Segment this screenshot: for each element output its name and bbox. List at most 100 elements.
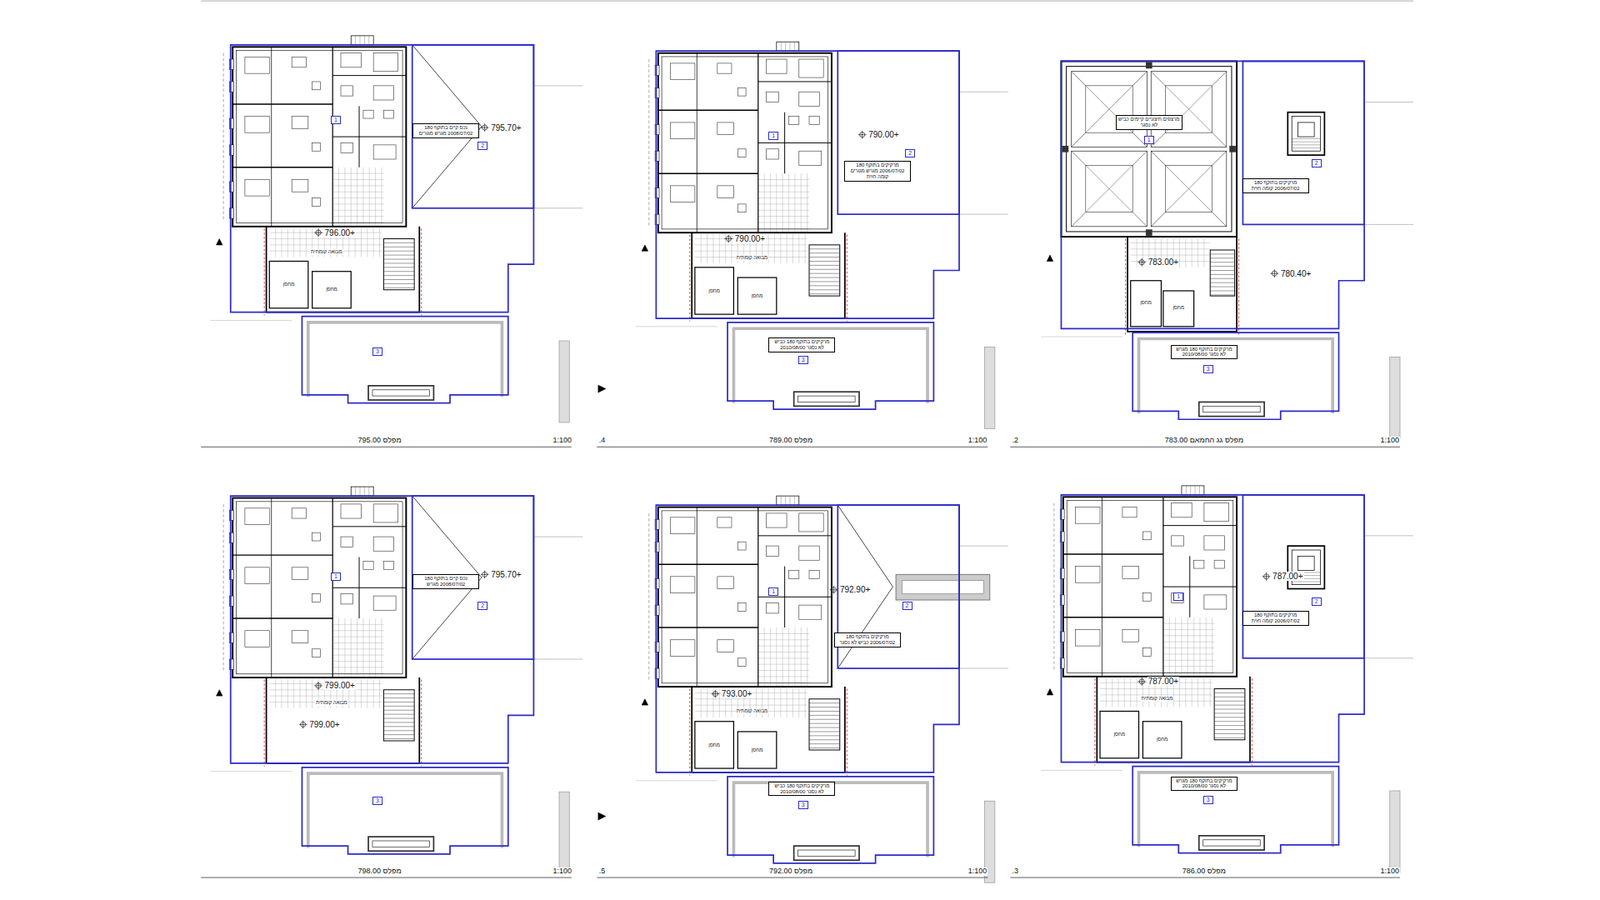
elevation-mark: 787.00+	[1271, 571, 1304, 581]
node-text: 1	[332, 573, 340, 580]
wall-line	[1163, 586, 1237, 588]
roof-ridge	[1165, 165, 1212, 212]
area-number: 2	[902, 601, 913, 610]
sheet-title: מפלס 786.00	[1181, 867, 1227, 876]
node-text: 3	[800, 356, 807, 364]
furniture	[1214, 560, 1225, 569]
roof-dome	[1085, 165, 1133, 212]
existing-structure	[1203, 405, 1261, 412]
floor-tile	[706, 232, 708, 264]
floor-tile	[379, 677, 380, 709]
elevation-mark: 795.70+	[490, 123, 522, 133]
wall-line	[696, 564, 698, 628]
plot-boundary	[1132, 332, 1339, 420]
wall-line	[696, 627, 698, 687]
stair-tread	[383, 710, 415, 711]
floor-tile	[712, 232, 714, 264]
roof-hip	[837, 586, 893, 669]
existing-structure	[368, 836, 434, 851]
furniture	[291, 116, 309, 130]
storage-room	[1142, 721, 1182, 759]
floor-tile	[1200, 617, 1201, 677]
stair-tread	[383, 734, 415, 735]
area-number: 1	[768, 131, 779, 140]
furniture	[312, 198, 321, 207]
roof-ridge	[1212, 132, 1227, 147]
elevation-mark: 790.00+	[867, 130, 900, 140]
stair-tread	[1214, 729, 1245, 730]
floor-tile	[774, 686, 775, 718]
furniture	[670, 517, 695, 535]
roof-ridge	[1132, 212, 1147, 227]
sheet-title: 1:100	[551, 867, 573, 876]
elevation-crosshair	[715, 690, 716, 699]
context-line	[210, 770, 292, 772]
stair-tread	[809, 260, 840, 262]
floor-tile	[758, 633, 810, 635]
floor-tile	[1100, 688, 1213, 690]
floor-tile	[700, 686, 702, 718]
stair-tread	[383, 725, 415, 727]
floor-tile	[287, 226, 289, 258]
floor-tile	[356, 167, 358, 227]
wall-line	[232, 617, 333, 619]
wall-line	[332, 136, 406, 138]
storage-room	[695, 267, 735, 315]
column	[1230, 145, 1236, 152]
stair	[1214, 689, 1245, 740]
floor-tile	[706, 686, 708, 718]
node-text: מרקיקים בתוקף 180 2006/07/02 קומה חזית	[1245, 612, 1307, 625]
floor-tile	[800, 627, 802, 687]
furniture	[312, 594, 321, 603]
existing-structure	[798, 395, 856, 402]
node-text: מרקיקים בתוקף 180 2006/07/02 מגרש מגורים…	[846, 162, 909, 180]
furniture	[766, 91, 780, 102]
furniture	[1122, 566, 1140, 580]
context-line	[635, 780, 718, 781]
stair-tread	[809, 743, 840, 745]
context-line	[959, 668, 1009, 670]
core-wall	[691, 686, 845, 773]
floor-tile	[758, 191, 810, 193]
floor-tile	[362, 618, 364, 678]
furniture	[1204, 503, 1229, 522]
floor-tile	[798, 686, 800, 718]
stair-tread	[383, 283, 415, 285]
furniture	[1075, 507, 1100, 525]
note-box: נכס קיים בתוקף 180 2008/07/02 מגרש	[412, 574, 480, 590]
furniture	[245, 508, 270, 525]
setback-line	[1251, 678, 1253, 765]
existing-structure	[1203, 840, 1261, 846]
sheet-title: 1:100	[1379, 867, 1400, 876]
stair-tread	[1214, 709, 1245, 710]
area-number: 3	[372, 796, 383, 805]
floor-tile	[332, 210, 384, 211]
elevation-crosshair	[484, 570, 485, 579]
furniture	[737, 658, 746, 667]
floor-tile	[774, 232, 775, 264]
stair-tower	[1287, 112, 1325, 155]
stair-tower	[1298, 122, 1315, 137]
balcony-hatch	[780, 495, 782, 505]
stair-tread	[809, 252, 840, 254]
area-number: 3	[798, 355, 809, 365]
exterior-wall	[1063, 496, 1237, 677]
furniture	[340, 53, 361, 68]
floor-tile	[792, 232, 794, 264]
furniture	[291, 630, 309, 644]
existing-structure	[794, 845, 860, 860]
stair	[383, 690, 415, 741]
wall-line	[270, 555, 272, 619]
roof-ridge	[1150, 212, 1165, 227]
floor-tile	[300, 226, 301, 258]
floor-plan	[210, 486, 583, 874]
stair-tread	[809, 735, 840, 736]
furniture	[766, 603, 780, 614]
level-marker	[1046, 689, 1053, 695]
setback-line	[264, 228, 265, 315]
node-text: מרקיקים בתוקף 180 מגרש לא נסגר 2010/08/0…	[1173, 346, 1235, 359]
floor-tile	[362, 167, 364, 227]
roof-ridge	[1212, 71, 1227, 86]
area-number: 2	[905, 149, 915, 158]
